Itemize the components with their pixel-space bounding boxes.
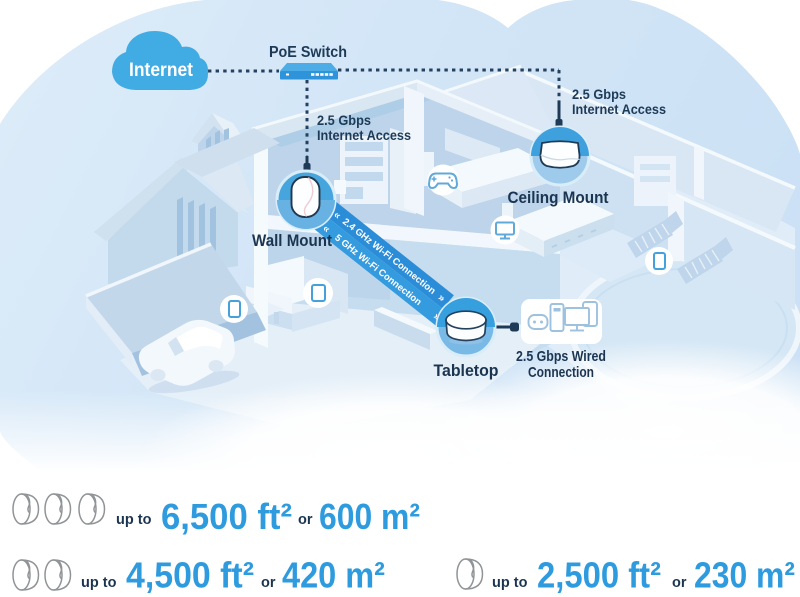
- svg-text:Internet: Internet: [129, 60, 194, 81]
- svg-text:up to: up to: [81, 575, 117, 591]
- svg-text:230 m²: 230 m²: [694, 555, 795, 596]
- svg-text:or: or: [298, 512, 313, 528]
- svg-text:or: or: [672, 575, 687, 591]
- svg-text:2.5 Gbps: 2.5 Gbps: [572, 86, 626, 102]
- svg-text:or: or: [261, 575, 276, 591]
- svg-text:420 m²: 420 m²: [282, 555, 385, 596]
- svg-text:PoE Switch: PoE Switch: [269, 44, 347, 61]
- svg-text:2.5 Gbps Wired: 2.5 Gbps Wired: [516, 348, 606, 365]
- svg-text:Internet Access: Internet Access: [317, 127, 411, 143]
- svg-text:Internet Access: Internet Access: [572, 101, 666, 117]
- svg-text:4,500 ft²: 4,500 ft²: [126, 555, 254, 596]
- svg-text:Connection: Connection: [528, 364, 594, 381]
- svg-text:up to: up to: [492, 575, 528, 591]
- svg-text:up to: up to: [116, 512, 152, 528]
- svg-text:2.5 Gbps: 2.5 Gbps: [317, 112, 371, 128]
- svg-text:Wall Mount: Wall Mount: [252, 231, 332, 250]
- svg-text:600 m²: 600 m²: [319, 496, 420, 537]
- svg-text:6,500 ft²: 6,500 ft²: [161, 496, 292, 537]
- svg-text:2,500 ft²: 2,500 ft²: [537, 555, 661, 596]
- svg-text:Tabletop: Tabletop: [434, 361, 499, 380]
- svg-text:Ceiling Mount: Ceiling Mount: [508, 188, 609, 207]
